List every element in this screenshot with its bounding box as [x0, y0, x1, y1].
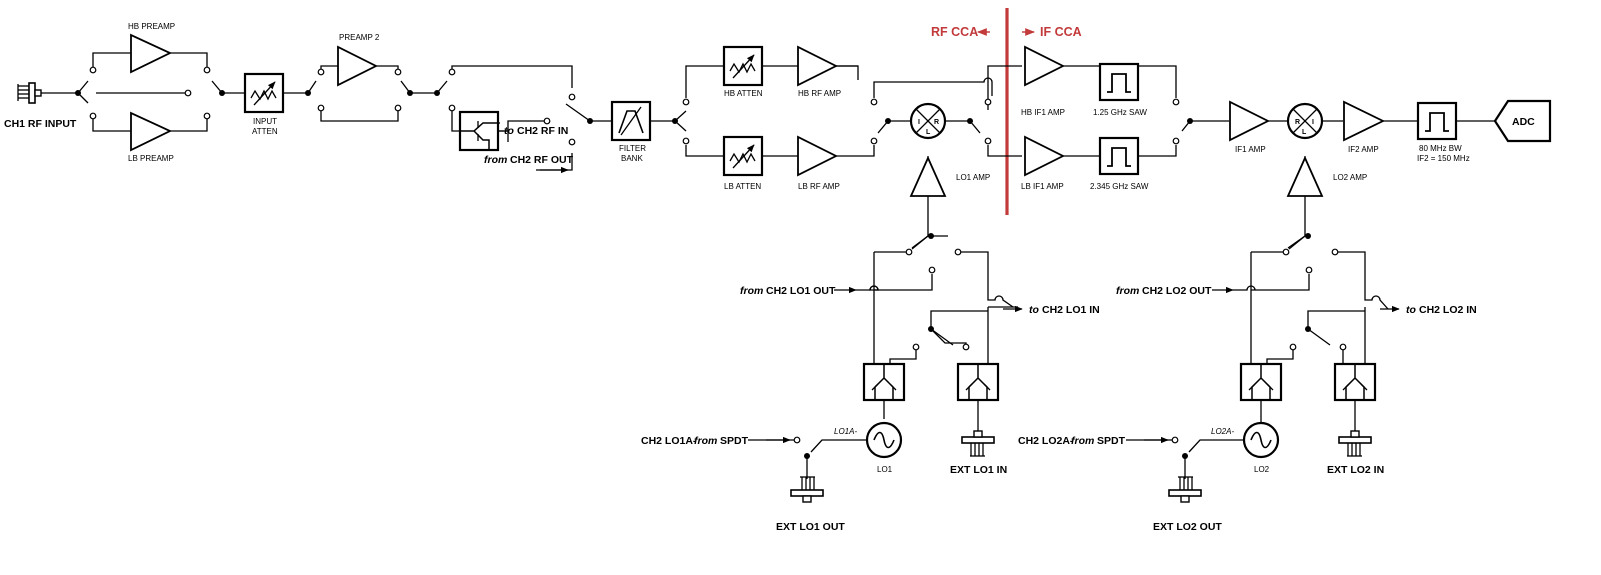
- lo2-net-label: LO2A-: [1211, 427, 1234, 436]
- lo2-amp-label: LO2 AMP: [1333, 173, 1367, 182]
- lo1-switch-nodes: [793, 233, 970, 459]
- lb-rf-amp-label: LB RF AMP: [798, 182, 840, 191]
- bw-label-2: IF2 = 150 MHz: [1417, 154, 1470, 163]
- mixer1-l: L: [926, 129, 931, 136]
- hb-atten-symbol: [724, 47, 762, 85]
- from-ch2-lo1-out-label: CH2 LO1 OUT: [766, 285, 836, 297]
- if1-amp-label: IF1 AMP: [1235, 145, 1266, 154]
- adc-symbol: [1493, 99, 1552, 143]
- filter-bank-label-2: BANK: [621, 154, 643, 163]
- ch2-lo1a-label-a: CH2 LO1A-: [641, 435, 697, 447]
- ext-lo2-in-label: EXT LO2 IN: [1327, 464, 1384, 476]
- hb-if1-amp-label: HB IF1 AMP: [1021, 108, 1065, 117]
- filter-bank-symbol: [610, 100, 652, 142]
- lb-preamp-symbol: [130, 111, 173, 152]
- mixer2-r: R: [1295, 119, 1300, 126]
- lo1-amp-label: LO1 AMP: [956, 173, 990, 182]
- lb-atten-symbol: [724, 137, 762, 175]
- lo1-label: LO1: [877, 465, 893, 474]
- lb-if1-amp-symbol: [1024, 135, 1066, 177]
- mixer1-r: R: [934, 119, 939, 126]
- to-ch2-lo2-in-prefix: to: [1406, 304, 1416, 316]
- ext-lo2-in-connector[interactable]: [1338, 430, 1372, 457]
- lo1-amp-symbol: [909, 155, 947, 197]
- mixer2-i: I: [1312, 119, 1314, 126]
- from-ch2-lo1-out-prefix: from: [740, 285, 763, 297]
- mixer2-l: L: [1302, 129, 1307, 136]
- ext-lo1-out-label: EXT LO1 OUT: [776, 521, 845, 533]
- ch2-lo1a-label-b: from: [694, 435, 717, 447]
- lb-if1-amp-label: LB IF1 AMP: [1021, 182, 1064, 191]
- ch2-lo2a-label-c: SPDT: [1097, 435, 1126, 447]
- ext-lo2-out-connector[interactable]: [1168, 476, 1202, 503]
- input-atten-symbol: [245, 74, 283, 112]
- hb-preamp-label: HB PREAMP: [128, 22, 175, 31]
- lo1-splitter-left: [862, 362, 906, 402]
- ext-lo1-in-label: EXT LO1 IN: [950, 464, 1007, 476]
- ch2-lo2a-label-b: from: [1071, 435, 1094, 447]
- bw-filter-symbol: [1416, 101, 1458, 141]
- ext-lo2-out-label: EXT LO2 OUT: [1153, 521, 1222, 533]
- lo2-splitter-left: [1239, 362, 1283, 402]
- mixer2-symbol: [1286, 102, 1324, 140]
- switch-nodes: [75, 66, 1193, 146]
- lo2-splitter-right: [1333, 362, 1377, 402]
- lo1-net-label: LO1A-: [834, 427, 857, 436]
- rf-cca-label: RF CCA: [931, 25, 978, 39]
- ch1-rf-input-label: CH1 RF INPUT: [4, 118, 77, 130]
- hb-atten-label: HB ATTEN: [724, 89, 763, 98]
- from-ch2-rf-out-label: CH2 RF OUT: [510, 154, 574, 166]
- input-atten-label-1: INPUT: [253, 117, 277, 126]
- if2-amp-label: IF2 AMP: [1348, 145, 1379, 154]
- ch2-lo2a-label-a: CH2 LO2A-: [1018, 435, 1074, 447]
- if2-amp-symbol: [1343, 100, 1386, 142]
- ch1-rf-input-connector[interactable]: [17, 82, 42, 104]
- from-ch2-rf-out-prefix: from: [484, 154, 507, 166]
- mixer1-symbol: [909, 102, 947, 140]
- lo2-label: LO2: [1254, 465, 1270, 474]
- preamp2-label: PREAMP 2: [339, 33, 380, 42]
- input-atten-label-2: ATTEN: [252, 127, 278, 136]
- to-ch2-rf-in-prefix: to: [504, 125, 514, 137]
- ext-lo1-in-connector[interactable]: [961, 430, 995, 457]
- lo2-switch-nodes: [1171, 233, 1347, 459]
- lo2-amp-symbol: [1286, 155, 1324, 197]
- hb-if1-amp-symbol: [1024, 45, 1066, 87]
- hb-rf-amp-symbol: [797, 45, 839, 87]
- from-ch2-lo2-out-prefix: from: [1116, 285, 1139, 297]
- adc-label: ADC: [1512, 116, 1535, 128]
- to-ch2-lo2-in-label: CH2 LO2 IN: [1419, 304, 1477, 316]
- ch2-rf-splitter: [458, 110, 500, 152]
- lb-atten-label: LB ATTEN: [724, 182, 761, 191]
- hb-rf-amp-label: HB RF AMP: [798, 89, 841, 98]
- saw-1250-symbol: [1098, 62, 1140, 102]
- filter-bank-label-1: FILTER: [619, 144, 646, 153]
- saw-1250-label: 1.25 GHz SAW: [1093, 108, 1147, 117]
- saw-2345-label: 2.345 GHz SAW: [1090, 182, 1149, 191]
- preamp2-symbol: [337, 45, 379, 87]
- ext-lo1-out-connector[interactable]: [790, 476, 824, 503]
- bw-label-1: 80 MHz BW: [1419, 144, 1462, 153]
- to-ch2-rf-in-label: CH2 RF IN: [517, 125, 568, 137]
- to-ch2-lo1-in-label: CH2 LO1 IN: [1042, 304, 1100, 316]
- lo2-oscillator-symbol: [1242, 421, 1280, 459]
- if-cca-label: IF CCA: [1040, 25, 1082, 39]
- mixer1-i: I: [918, 119, 920, 126]
- lb-preamp-label: LB PREAMP: [128, 154, 174, 163]
- if1-amp-symbol: [1229, 100, 1271, 142]
- hb-preamp-symbol: [130, 33, 173, 74]
- from-ch2-lo2-out-label: CH2 LO2 OUT: [1142, 285, 1212, 297]
- to-ch2-lo1-in-prefix: to: [1029, 304, 1039, 316]
- lo1-splitter-right: [956, 362, 1000, 402]
- lo1-oscillator-symbol: [865, 421, 903, 459]
- ch2-lo1a-label-c: SPDT: [720, 435, 749, 447]
- lb-rf-amp-symbol: [797, 135, 839, 177]
- saw-2345-symbol: [1098, 136, 1140, 176]
